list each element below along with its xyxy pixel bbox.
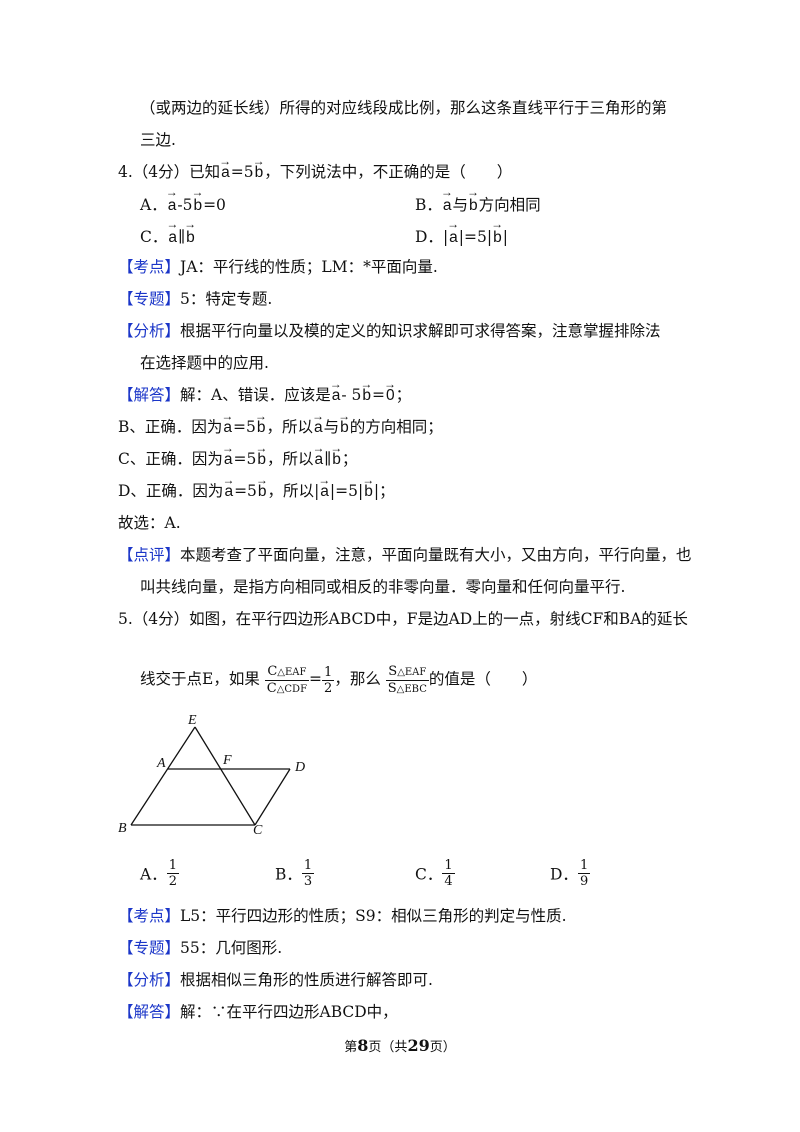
line-dc xyxy=(254,768,291,826)
q4-jieda: 【解答】解：A、错误．应该是a- 5b=0； xyxy=(118,374,411,406)
text-line: （或两边的延长线）所得的对应线段成比例，那么这条直线平行于三角形的第 xyxy=(140,99,668,117)
one-half-fraction: 1 2 xyxy=(322,664,335,696)
q4-solution-d: D、正确．因为a=5b，所以|a|=5|b|； xyxy=(118,470,395,502)
line-ec xyxy=(194,726,256,826)
ratio-c-fraction: C△EAF C△CDF xyxy=(264,663,310,696)
q4-dianping: 【点评】本题考查了平面向量，注意，平面向量既有大小，又由方向，平行向量，也 xyxy=(118,546,692,564)
page-footer: 第8页（共29页） xyxy=(344,1036,456,1055)
label-a: A xyxy=(156,756,166,771)
q4-option-b: B．a与b方向相同 xyxy=(415,185,541,215)
text-line: 叫共线向量，是指方向相同或相反的非零向量．零向量和任何向量平行. xyxy=(140,578,626,596)
q4-option-a: A．a-5b=0 xyxy=(140,185,226,215)
q4-zhuanti: 【专题】5：特定专题. xyxy=(118,290,273,308)
label-e: E xyxy=(187,713,197,728)
ratio-s-fraction: S△EAF S△EBC xyxy=(385,663,429,696)
q4-option-d: D．|a|=5|b| xyxy=(415,217,508,247)
parallelogram-figure: E A F D B C xyxy=(118,713,305,837)
q4-answer: 故选：A. xyxy=(118,514,181,532)
line-eb xyxy=(130,726,196,826)
label-b: B xyxy=(118,821,127,836)
q5-zhuanti: 【专题】55：几何图形. xyxy=(118,939,283,957)
question-4-stem: 4.（4分）已知a=5b，下列说法中，不正确的是（ ） xyxy=(118,151,512,183)
q5-jieda: 【解答】解：∵在平行四边形ABCD中， xyxy=(118,1003,398,1021)
label-c: C xyxy=(253,823,263,837)
q5-fenxi: 【分析】根据相似三角形的性质进行解答即可. xyxy=(118,971,433,989)
label-f: F xyxy=(222,753,232,768)
question-5-stem-2: 线交于点E，如果 C△EAF C△CDF = 1 2 ，那么 S△EAF S△E… xyxy=(140,663,538,696)
label-d: D xyxy=(294,760,305,775)
q4-fenxi: 【分析】根据平行向量以及模的定义的知识求解即可求得答案，注意掌握排除法 xyxy=(118,322,661,340)
question-5-stem: 5.（4分）如图，在平行四边形ABCD中，F是边AD上的一点，射线CF和BA的延… xyxy=(118,610,688,628)
q5-kaodian: 【考点】L5：平行四边形的性质；S9：相似三角形的判定与性质. xyxy=(118,907,567,925)
q4-solution-c: C、正确．因为a=5b，所以a∥b； xyxy=(118,438,357,470)
text-line: 在选择题中的应用. xyxy=(140,354,269,372)
q4-kaodian: 【考点】JA：平行线的性质；LM：*平面向量. xyxy=(118,258,438,276)
q4-option-c: C．a∥b xyxy=(140,217,196,247)
q4-solution-b: B、正确．因为a=5b，所以a与b的方向相同； xyxy=(118,406,443,438)
text-line: 三边. xyxy=(140,131,176,149)
